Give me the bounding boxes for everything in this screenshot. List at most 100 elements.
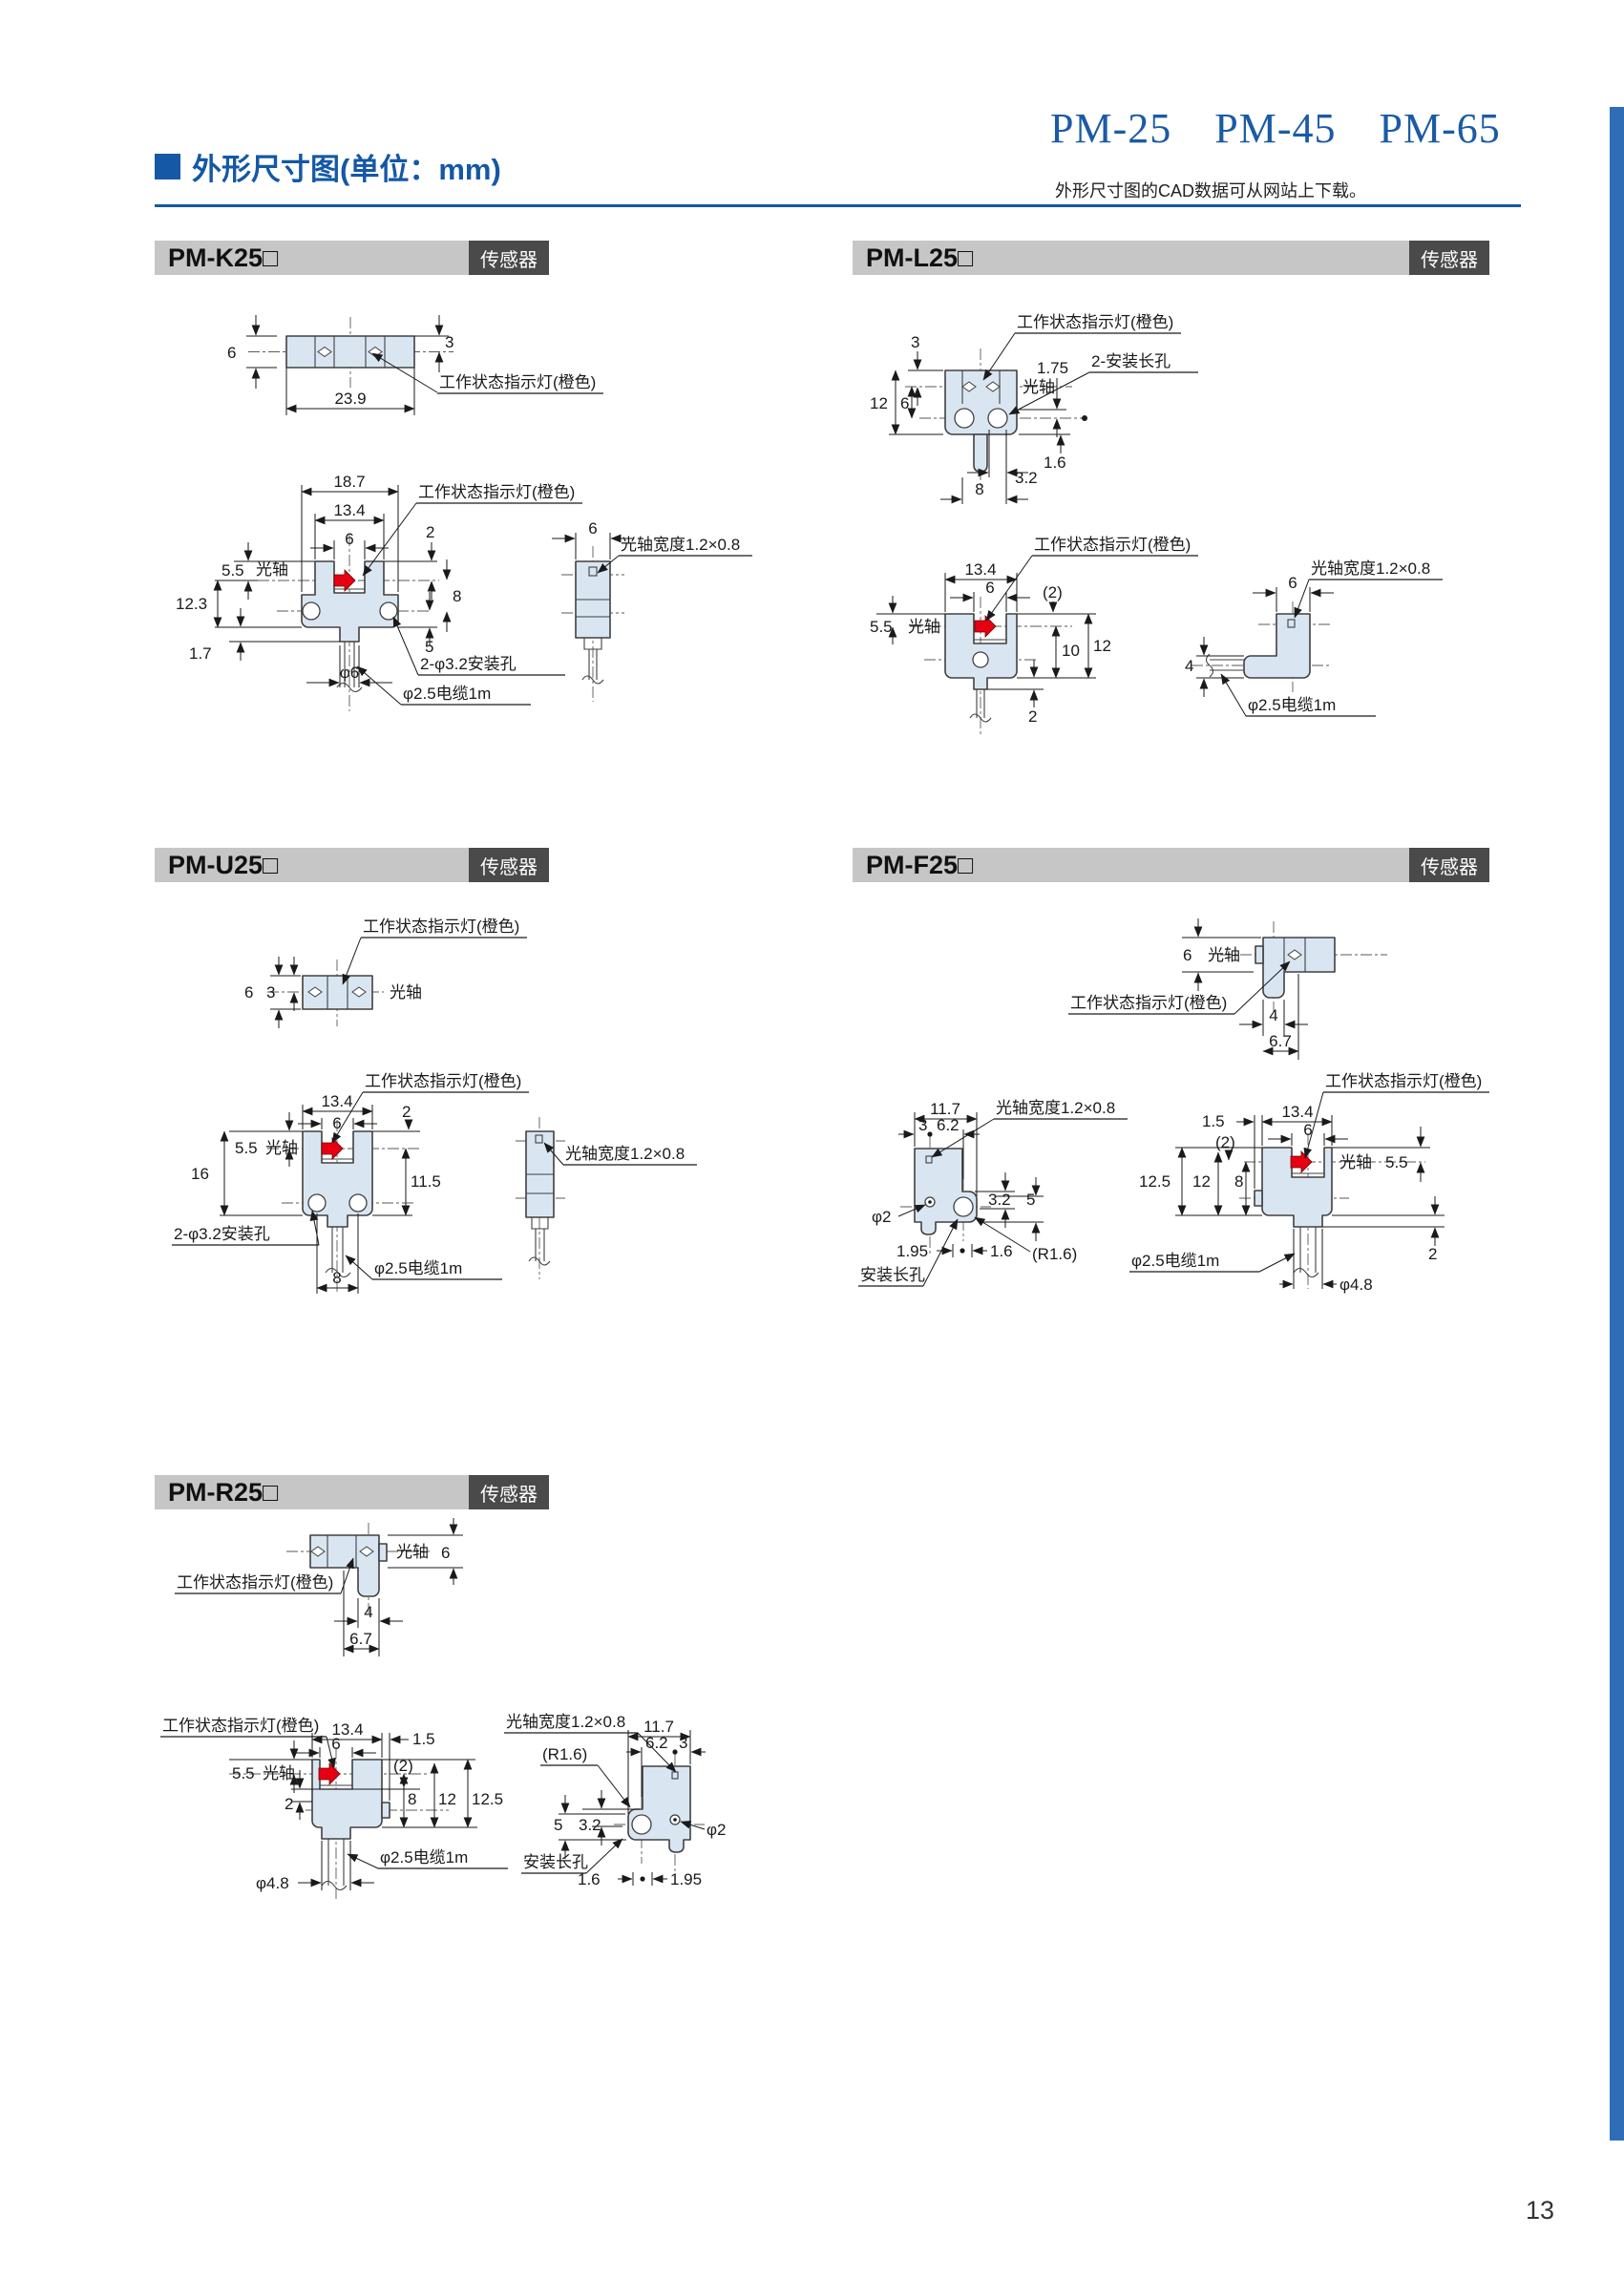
l25-side-body — [1243, 613, 1311, 679]
u25-front-indicator-label: 工作状态指示灯(橙色) — [331, 1072, 529, 1144]
svg-text:2-安装长孔: 2-安装长孔 — [1091, 352, 1171, 370]
r25-front-indicator-label: 工作状态指示灯(橙色) — [160, 1717, 336, 1769]
u25-top-indicator-label: 工作状态指示灯(橙色) — [342, 918, 527, 985]
dim-1.95: 1.95 — [896, 1242, 928, 1260]
dim-13.4: 13.4 — [333, 501, 365, 519]
drawing-pm-f25: 6 4 6.7 光轴 工作状态指示灯(橙色) 11.7 — [858, 918, 1489, 1294]
k25-side-beam-label: 光轴宽度1.2×0.8 — [597, 536, 752, 574]
dim-1.6: 1.6 — [990, 1242, 1013, 1260]
page-title-models: PM-25 PM-45 PM-65 — [1050, 105, 1501, 152]
dim-6.2: 6.2 — [937, 1116, 960, 1134]
dim-2: 2 — [1028, 707, 1037, 726]
svg-text:工作状态指示灯(橙色): 工作状态指示灯(橙色) — [365, 1072, 521, 1090]
dim-6: 6 — [227, 344, 236, 362]
title-text: 外形尺寸图(单位：mm) — [192, 153, 501, 186]
dim-5.5: 5.5 — [232, 1764, 255, 1782]
f25-top-view: 6 4 6.7 光轴 工作状态指示灯(橙色) — [1068, 918, 1387, 1060]
f25-front-dimensions: 13.4 1.5 (2) 6 12.5 12 8 5.5 2 — [1139, 1103, 1445, 1294]
r25-top-dimensions: 6 4 6.7 — [334, 1518, 463, 1656]
dim-6: 6 — [331, 1735, 340, 1753]
dim-phi2: φ2 — [872, 1208, 891, 1226]
axis-label: 光轴 — [390, 983, 422, 1002]
l25-front-dimensions: 13.4 6 (2) 5.5 10 12 2 — [870, 560, 1111, 726]
drawing-pm-k25: 6 3 23.9 工作状态指示灯(橙色) 18.7 — [176, 315, 752, 711]
section-title: 外形尺寸图(单位：mm) — [155, 145, 501, 188]
dim-5: 5 — [1026, 1191, 1035, 1209]
dim-3.2: 3.2 — [1015, 469, 1038, 487]
dim-3: 3 — [266, 983, 275, 1002]
svg-text:φ2.5电缆1m: φ2.5电缆1m — [403, 685, 491, 703]
l25-front-indicator-label: 工作状态指示灯(橙色) — [985, 536, 1198, 622]
r25-side-slot-label: 安装长孔 — [521, 1838, 623, 1874]
svg-text:φ2.5电缆1m: φ2.5电缆1m — [374, 1259, 462, 1277]
r25-side-beam-label: 光轴宽度1.2×0.8 — [504, 1713, 677, 1773]
r25-front-cable-label: φ2.5电缆1m — [347, 1848, 508, 1869]
dim-11.7: 11.7 — [643, 1718, 674, 1736]
drawing-pm-r25: 6 4 6.7 光轴 工作状态指示灯(橙色) 13.4 — [160, 1518, 726, 1900]
dim-phi2: φ2 — [707, 1821, 726, 1839]
r25-top-indicator-label: 工作状态指示灯(橙色) — [175, 1557, 354, 1594]
svg-text:光轴宽度1.2×0.8: 光轴宽度1.2×0.8 — [621, 536, 740, 554]
l25-side-beam-label: 光轴宽度1.2×0.8 — [1294, 559, 1443, 619]
model-label: PM-L25□ — [866, 243, 974, 272]
dim-3: 3 — [918, 1116, 927, 1134]
svg-text:φ2.5电缆1m: φ2.5电缆1m — [1248, 696, 1336, 714]
model-label: PM-R25□ — [168, 1477, 279, 1507]
sensor-badge: 传感器 — [469, 241, 549, 275]
dim-6: 6 — [1303, 1121, 1312, 1139]
section-bar-pm-f25: PM-F25□ 传感器 — [853, 848, 1489, 882]
dim-6: 6 — [1183, 946, 1192, 964]
f25-front-cable-label: φ2.5电缆1m — [1129, 1252, 1296, 1273]
l25-top-dimensions: 3 12 6 1.75 1.6 3.2 8 — [870, 333, 1070, 504]
model-label: PM-U25□ — [168, 850, 279, 879]
dim-12.5: 12.5 — [1139, 1172, 1171, 1191]
page-number: 13 — [1526, 2196, 1555, 2225]
f25-top-body — [1262, 937, 1336, 999]
dim-1.5: 1.5 — [412, 1730, 435, 1748]
dim-phi4.8: φ4.8 — [1339, 1276, 1373, 1294]
dim-10: 10 — [1062, 642, 1080, 660]
dim-5.5: 5.5 — [870, 618, 893, 636]
dim-4: 4 — [1185, 657, 1193, 675]
f25-side-dimensions: 11.7 3 6.2 3.2 5 1.95 1.6 — [896, 1100, 1044, 1260]
axis-label: 光轴 — [1208, 946, 1240, 964]
dim-11.5: 11.5 — [411, 1172, 441, 1191]
dim-1.75: 1.75 — [1037, 359, 1068, 377]
r25-front-dimensions: 13.4 1.5 6 (2) 5.5 2 8 12 — [229, 1720, 503, 1892]
dim-1.6: 1.6 — [578, 1870, 601, 1888]
f25-top-indicator-label: 工作状态指示灯(橙色) — [1068, 960, 1291, 1015]
dim-6: 6 — [985, 579, 994, 597]
dim-5.5: 5.5 — [235, 1139, 258, 1157]
svg-text:工作状态指示灯(橙色): 工作状态指示灯(橙色) — [1070, 994, 1227, 1012]
dim-2: 2 — [285, 1795, 293, 1813]
dim-12: 12 — [1093, 637, 1111, 655]
r25-side-view: 11.7 6.2 3 5 3.2 1.6 1.95 光轴宽度1.2×0.8 — [504, 1713, 726, 1888]
r25-front-body — [311, 1759, 383, 1840]
dim-4: 4 — [1269, 1006, 1277, 1024]
k25-body — [301, 560, 399, 643]
dim-18.7: 18.7 — [333, 473, 365, 491]
dim-12: 12 — [1192, 1172, 1211, 1191]
k25-side-view: 6 光轴宽度1.2×0.8 — [552, 519, 752, 702]
drawing-pm-l25: 3 12 6 1.75 1.6 3.2 8 光轴 工作状态指示灯 — [870, 313, 1443, 735]
dim-phi4.8: φ4.8 — [256, 1874, 289, 1892]
model-label: PM-F25□ — [866, 850, 974, 879]
axis-label: 光轴 — [263, 1764, 295, 1782]
dim-r1.6: (R1.6) — [1032, 1245, 1077, 1263]
l25-side-dimensions: 6 4 — [1185, 574, 1334, 697]
l25-side-cable-label: φ2.5电缆1m — [1220, 673, 1376, 717]
axis-label: 光轴 — [908, 618, 940, 636]
u25-side-beam-label: 光轴宽度1.2×0.8 — [543, 1142, 697, 1166]
dim-12: 12 — [438, 1790, 456, 1808]
axis-label: 光轴 — [1023, 378, 1055, 396]
svg-text:光轴宽度1.2×0.8: 光轴宽度1.2×0.8 — [1311, 559, 1430, 578]
svg-text:工作状态指示灯(橙色): 工作状态指示灯(橙色) — [1034, 536, 1191, 554]
u25-front-dimensions: 13.4 6 2 5.5 16 11.5 8 — [191, 1092, 441, 1294]
k25-front-mount-holes-label: 2-φ3.2安装孔 — [392, 616, 565, 676]
dim-6.7: 6.7 — [1269, 1032, 1292, 1050]
svg-text:安装长孔: 安装长孔 — [523, 1853, 588, 1871]
dim-gap2: (2) — [1215, 1133, 1235, 1151]
k25-front-dimensions: 18.7 13.4 6 2 8 5 12.3 5.5 — [176, 473, 461, 687]
dim-6: 6 — [588, 519, 597, 538]
l25-top-slots-label: 2-安装长孔 — [1008, 352, 1198, 415]
